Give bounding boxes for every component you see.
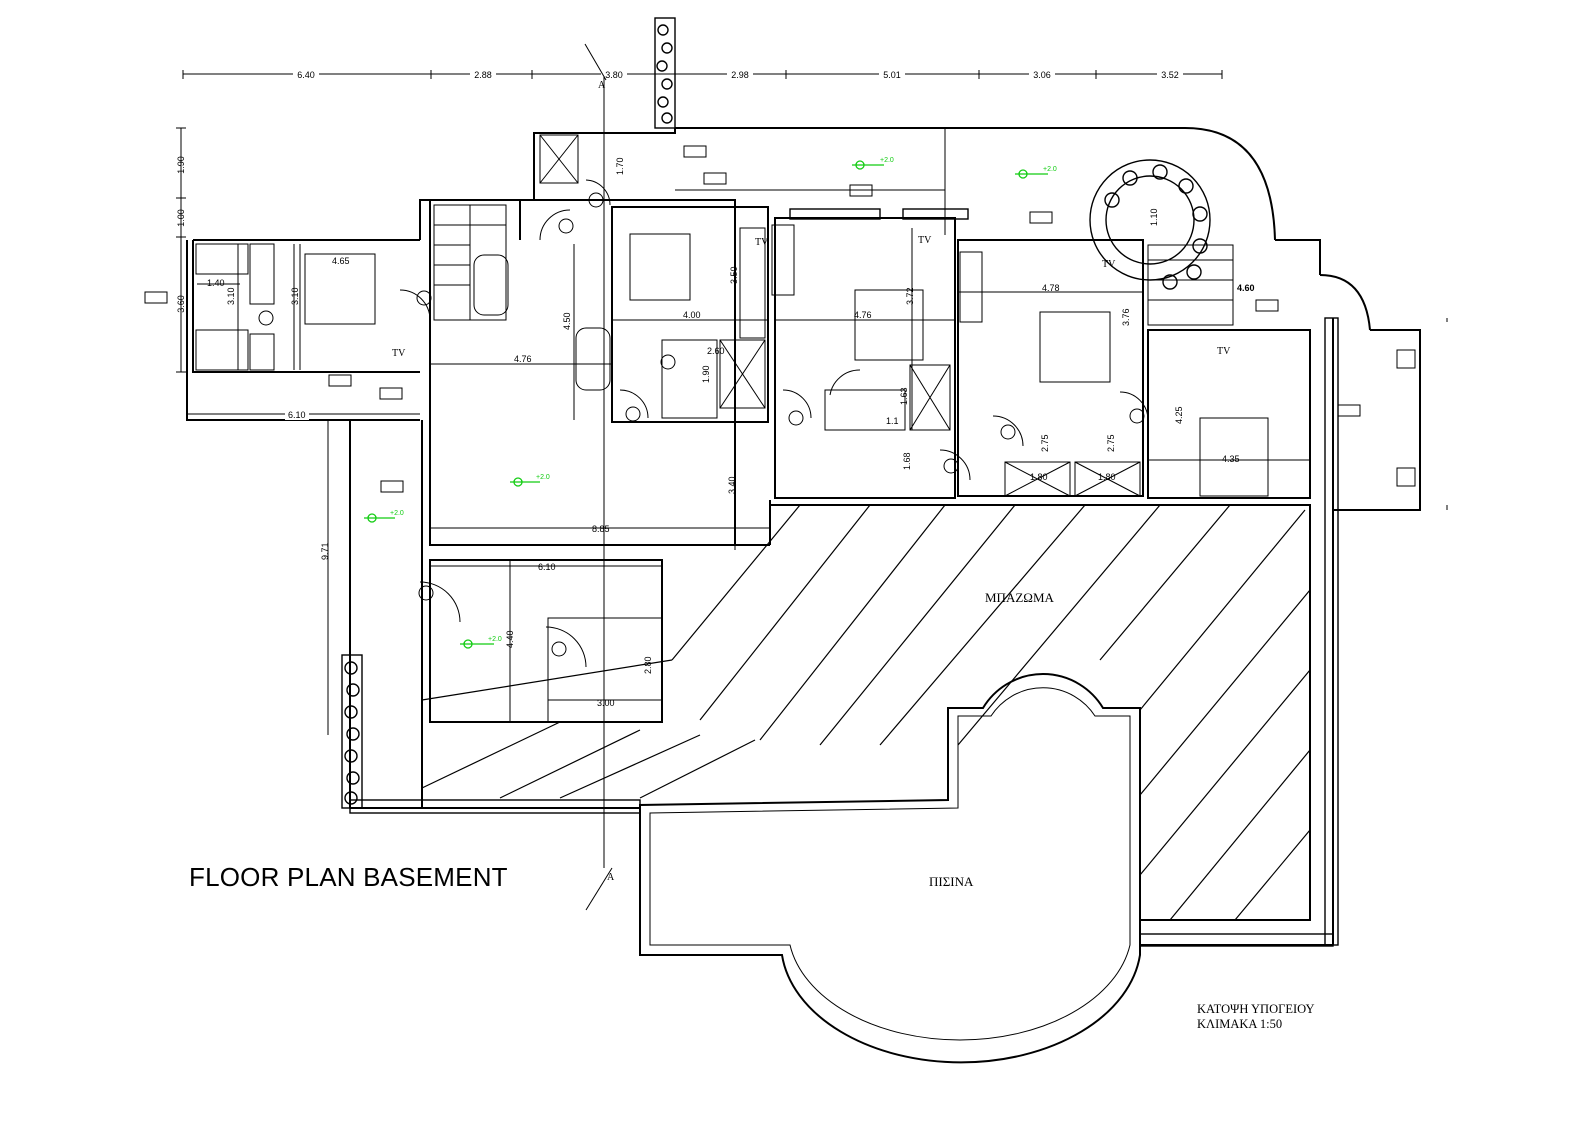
level-marker: +2.0 [1015,166,1057,179]
right-bay [1396,318,1448,510]
outer-walls [186,127,1421,946]
dim-top-4: 2.98 [731,70,749,80]
pool-outline [639,673,1141,1064]
svg-text:+2.0: +2.0 [536,474,550,481]
top-dimension-chain: 6.40 2.88 3.80 2.98 5.01 3.06 3.52 [182,68,1223,80]
scale-note-scale: ΚΛΙΜΑΚΑ 1:50 [1197,1017,1283,1031]
dim-interior: 4.00 [683,310,701,320]
tv-labels: TV TV TV TV TV TV [392,235,1231,359]
dim-interior: 6.10 [288,410,306,420]
dim-top-3: 3.80 [605,70,623,80]
tv-label: TV [1217,346,1231,357]
scale-note: ΚΑΤΟΨΗ ΥΠΟΓΕΙΟΥ ΚΛΙΜΑΚΑ 1:50 [1197,1002,1315,1032]
section-line-a: A A [584,43,615,911]
dim-interior: 1.10 [1149,208,1159,226]
dim-interior: 1.63 [899,387,909,405]
dim-interior: 2.75 [1106,434,1116,452]
level-marker: +2.0 [364,510,404,523]
dim-interior: 2.75 [1040,434,1050,452]
dim-interior: 1.80 [1030,472,1048,482]
dim-interior: 4.76 [514,354,532,364]
dim-interior: 3.10 [226,287,236,305]
dim-top-1: 6.40 [297,70,315,80]
dim-interior: 4.35 [1222,454,1240,464]
tv-label: TV [918,235,932,246]
section-marker-top: A [598,80,606,91]
dim-interior: 1.70 [615,157,625,175]
interior-walls [195,128,1311,723]
svg-text:+2.0: +2.0 [1043,166,1057,173]
dim-left-2: 1.00 [176,209,186,227]
dim-interior: 3.00 [597,698,615,708]
interior-dimensions: 1.40 3.10 3.10 4.65 4.76 4.50 6.10 9.71 … [187,157,1310,735]
dim-left-3: 3.60 [176,295,186,313]
tv-label: TV [755,237,769,248]
dim-interior: 8.85 [592,524,610,534]
tv-label: TV [1102,259,1116,270]
level-marker: +2.0 [460,636,502,649]
terrace-hatch [421,504,1311,921]
dim-interior: 3.76 [1121,308,1131,326]
dim-interior: 1.68 [902,452,912,470]
dim-interior: 4.76 [854,310,872,320]
dim-interior: 3.72 [905,287,915,305]
scale-note-title: ΚΑΤΟΨΗ ΥΠΟΓΕΙΟΥ [1197,1002,1315,1016]
dim-interior: 4.40 [505,630,515,648]
dim-interior: 4.60 [1237,283,1255,293]
dim-interior: 2.60 [707,346,725,356]
level-marker: +2.0 [852,157,894,170]
drawing-title: FLOOR PLAN BASEMENT [189,862,508,892]
dim-interior: 1.90 [701,365,711,383]
dim-top-2: 2.88 [474,70,492,80]
dim-top-7: 3.52 [1161,70,1179,80]
dim-interior: 6.10 [538,562,556,572]
door-swings [399,179,1149,668]
dim-left-1: 1.90 [176,156,186,174]
dim-interior: 3.10 [290,287,300,305]
dim-top-6: 3.06 [1033,70,1051,80]
dim-interior: 3.50 [729,266,739,284]
room-label-pool: ΠΙΣΙΝΑ [929,874,974,889]
dim-interior: 4.25 [1174,406,1184,424]
dim-interior: 4.50 [562,312,572,330]
dim-interior: 1.40 [207,278,225,288]
dim-interior: 4.78 [1042,283,1060,293]
tv-label: TV [392,348,406,359]
svg-text:+2.0: +2.0 [488,636,502,643]
level-markers: +2.0 +2.0 +2.0 +2.0 +2.0 [364,157,1057,649]
dim-interior: 9.71 [320,542,330,560]
dim-interior: 2.80 [643,656,653,674]
level-marker: +2.0 [510,474,550,487]
dim-top-5: 5.01 [883,70,901,80]
dim-interior: 1.80 [1098,472,1116,482]
dim-interior: 3.40 [727,476,737,494]
left-dimension-chain: 1.90 1.00 3.60 [176,127,186,373]
element-tags [144,145,1361,657]
room-label-terrace: ΜΠΑΖΩΜΑ [985,590,1054,605]
dim-interior: 1.1 [886,416,899,426]
section-marker-bottom: A [607,872,615,883]
stone-walls [341,17,1339,947]
svg-text:+2.0: +2.0 [880,157,894,164]
svg-text:+2.0: +2.0 [390,510,404,517]
dim-interior: 4.65 [332,256,350,266]
